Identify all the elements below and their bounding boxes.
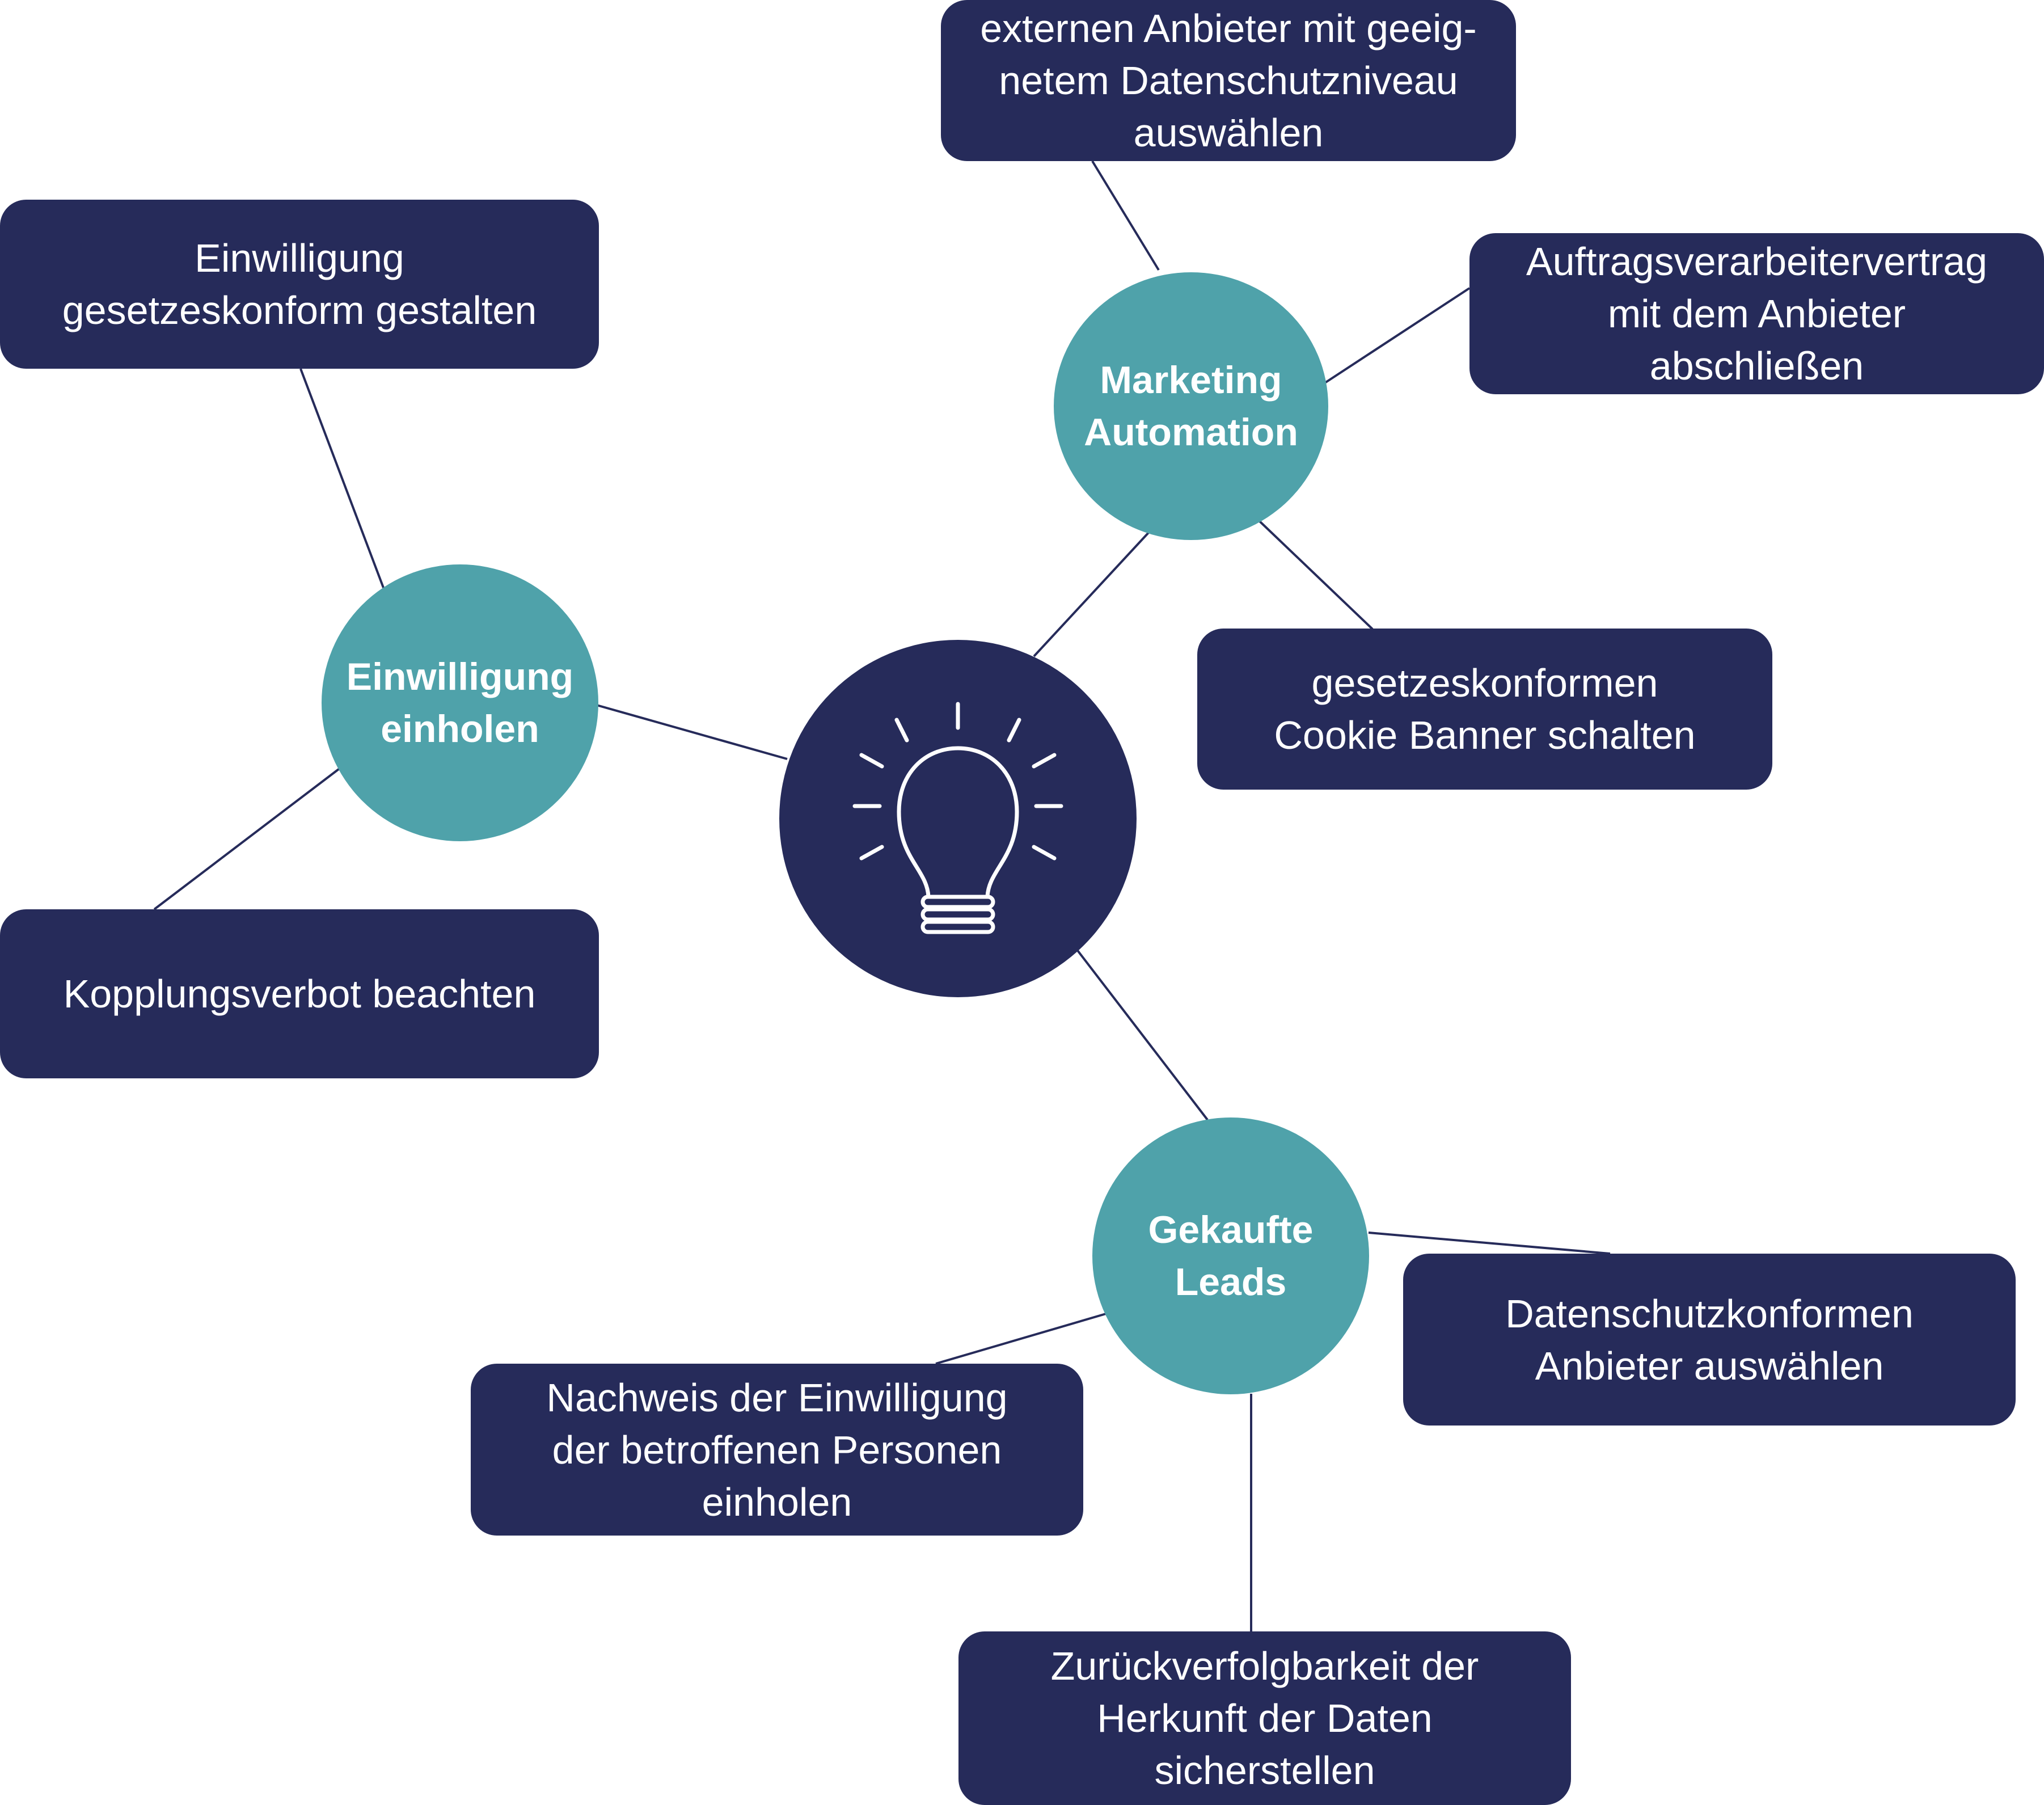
topic-marketing-automation: Marketing Automation [1054, 272, 1328, 540]
box-kopplungsverbot: Kopplungsverbot beachten [0, 909, 599, 1078]
box-datenschutzkonformen-anbieter: Datenschutzkonformen Anbieter auswählen [1403, 1254, 2016, 1426]
connector-einwilligung-kopplung [153, 766, 342, 910]
lightbulb-icon [852, 702, 1063, 934]
connector-center-marketing [1033, 531, 1150, 657]
connector-center-einwilligung [596, 704, 788, 760]
box-einwilligung-gestalten: Einwilligung gesetzeskonform gestalten [0, 200, 599, 369]
connector-center-leads [1075, 948, 1209, 1121]
center-node [779, 640, 1137, 997]
box-cookie-banner: gesetzeskonformen Cookie Banner schalten [1197, 629, 1772, 790]
topic-gekaufte-leads: Gekaufte Leads [1092, 1117, 1369, 1394]
connector-marketing-anbieter [1091, 160, 1160, 271]
box-auftragsverarbeitervertrag: Auftragsverarbeitervertrag mit dem Anbie… [1469, 233, 2044, 394]
connector-marketing-vertrag [1324, 287, 1471, 384]
box-zurueckverfolgbarkeit: Zurückverfolgbarkeit der Herkunft der Da… [958, 1631, 1571, 1805]
box-nachweis-einwilligung: Nachweis der Einwilligung der betroffene… [471, 1364, 1083, 1536]
connector-leads-datenschutz [1368, 1232, 1611, 1255]
connector-marketing-cookie [1258, 520, 1374, 630]
topic-einwilligung-einholen: Einwilligung einholen [322, 564, 598, 841]
connector-einwilligung-gestalten [299, 368, 385, 588]
box-externen-anbieter: externen Anbieter mit geeig- netem Daten… [941, 0, 1516, 161]
connector-leads-nachweis [935, 1313, 1107, 1365]
